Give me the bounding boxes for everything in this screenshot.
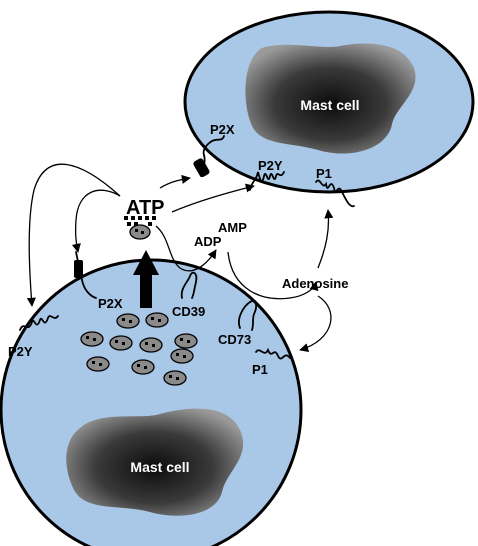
- arrow-adenosine-to-bottom-p1: [299, 295, 332, 353]
- secretory-granules: [80, 224, 198, 386]
- amp-label: AMP: [218, 220, 247, 235]
- arrow-atp-to-bottom-p2y: [26, 163, 121, 307]
- adenosine-label: Adenosine: [282, 276, 348, 291]
- signal-arrows: [26, 163, 334, 353]
- atp-label: ATP: [126, 197, 165, 219]
- bottom-p1-receptor: [255, 347, 291, 360]
- bottom-p2y-label: P2Y: [8, 344, 33, 359]
- arrow-atp-to-top-p2y: [171, 183, 255, 213]
- granule: [163, 370, 187, 386]
- top-p1-receptor: [315, 179, 355, 208]
- top-p2y-label: P2Y: [258, 158, 283, 173]
- granule: [170, 348, 194, 364]
- granule: [129, 224, 151, 240]
- arrow-atp-to-bottom-p2x: [71, 189, 121, 253]
- arrow-atp-to-adp: [155, 225, 217, 272]
- bottom-mast-cell: Mast cell: [0, 258, 303, 546]
- granule: [86, 356, 110, 372]
- top-p1-label: P1: [316, 166, 332, 181]
- bottom-cell-label: Mast cell: [130, 459, 189, 475]
- granule: [109, 335, 133, 351]
- bottom-p2y-receptor: [19, 315, 59, 331]
- granule: [131, 359, 155, 375]
- granule: [174, 333, 198, 349]
- cd39-enzyme: [180, 271, 198, 299]
- bottom-p2x-receptor: [74, 251, 97, 299]
- arrow-atp-to-top-p2x: [159, 174, 191, 189]
- bottom-cell-nucleus: [66, 408, 244, 516]
- top-cell-label: Mast cell: [300, 97, 359, 113]
- adp-label: ADP: [194, 234, 222, 249]
- top-mast-cell: Mast cell: [183, 10, 475, 194]
- arrow-amp-to-adenosine: [227, 251, 319, 300]
- cd73-label: CD73: [218, 332, 251, 347]
- cd39-label: CD39: [172, 304, 205, 319]
- bottom-p2x-label: P2X: [98, 296, 123, 311]
- granule: [116, 313, 140, 329]
- top-p2x-label: P2X: [210, 122, 235, 137]
- granule: [145, 312, 169, 328]
- atp-release-dots: [124, 216, 156, 226]
- cd73-enzyme: [238, 300, 257, 331]
- top-cell-nucleus: [245, 43, 416, 154]
- arrow-adenosine-to-top-p1: [317, 209, 334, 269]
- granule: [139, 337, 163, 353]
- exocytosis-arrow: [133, 250, 159, 308]
- top-p2y-receptor: [249, 171, 285, 191]
- granule: [80, 331, 104, 347]
- top-p2x-receptor: [193, 135, 225, 178]
- bottom-p1-label: P1: [252, 362, 268, 377]
